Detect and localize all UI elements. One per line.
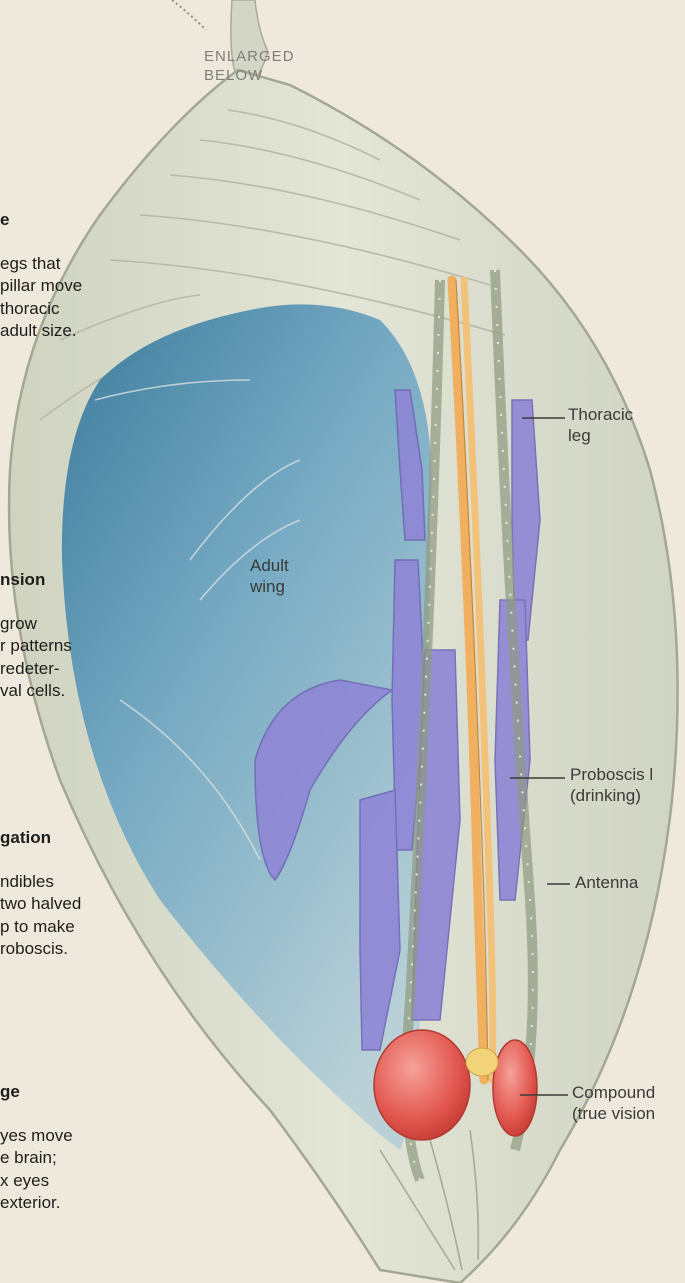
section-heading: nsion [0,569,72,591]
section-expansion: nsion grow r patterns redeter- val cells… [0,548,72,724]
enlarged-below-note: ENLARGED BELOW [204,48,295,86]
section-legs: e egs that pillar move thoracic adult si… [0,188,82,364]
label-antenna: Antenna [575,872,638,893]
label-adult-wing: Adult wing [250,555,289,598]
section-body: yes move e brain; x eyes exterior. [0,1125,73,1215]
section-body: grow r patterns redeter- val cells. [0,613,72,703]
section-heading: ge [0,1081,73,1103]
label-proboscis: Proboscis l (drinking) [570,764,653,807]
section-eyes: ge yes move e brain; x eyes exterior. [0,1060,73,1236]
enlarged-line2: BELOW [204,67,295,86]
compound-eyes [374,1030,537,1140]
enlarged-line1: ENLARGED [204,48,295,67]
section-body: egs that pillar move thoracic adult size… [0,253,82,343]
label-compound-eye: Compound (true vision [572,1082,655,1125]
section-heading: gation [0,827,81,849]
label-thoracic-leg: Thoracic leg [568,404,633,447]
section-heading: e [0,209,82,231]
section-body: ndibles two halved p to make roboscis. [0,871,81,961]
section-elongation: gation ndibles two halved p to make robo… [0,806,81,982]
dotted-leader [172,0,206,30]
